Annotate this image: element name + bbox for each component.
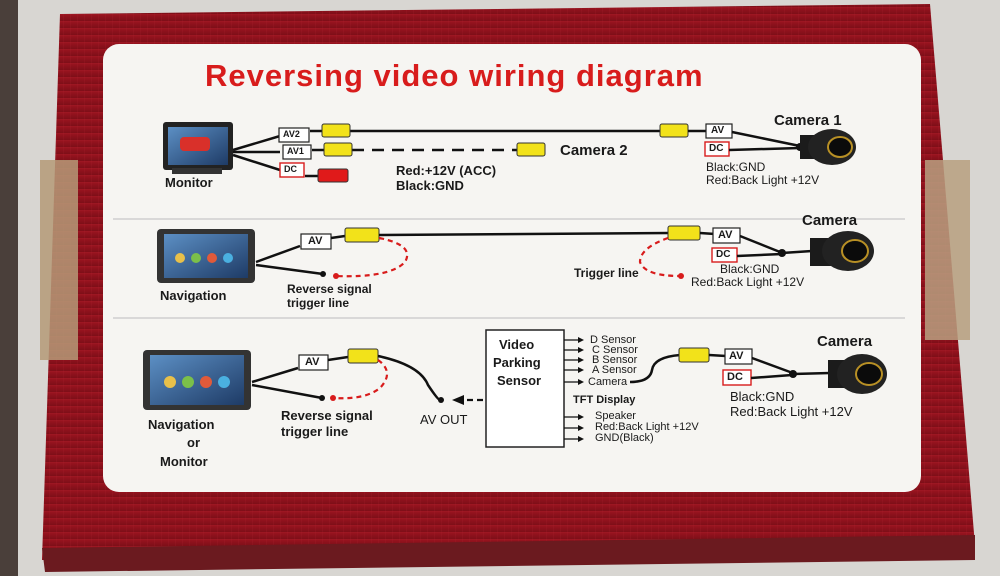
cam2-dc-label: DC bbox=[716, 249, 731, 260]
nav3-av-label: AV bbox=[305, 356, 320, 368]
av2-connector-left bbox=[321, 123, 351, 138]
cam3-black-label: Black:GND bbox=[730, 389, 795, 404]
av-out-cable bbox=[377, 354, 441, 402]
dc-label: DC bbox=[284, 164, 297, 174]
monitor-label: Monitor bbox=[165, 175, 213, 190]
cam1-red-label: Red:Back Light +12V bbox=[706, 173, 820, 187]
camera3-icon bbox=[828, 354, 887, 394]
diagram-title: Reversing video wiring diagram bbox=[205, 58, 704, 93]
nav-av-cable bbox=[378, 231, 671, 237]
gnd-black-label: GND(Black) bbox=[595, 432, 654, 444]
cam3-red-label: Red:Back Light +12V bbox=[730, 404, 853, 419]
cam2-black-label: Black:GND bbox=[720, 262, 780, 276]
cam2-av-label: AV bbox=[718, 229, 733, 241]
nav3-label-line3: Monitor bbox=[160, 454, 208, 469]
av2-tag bbox=[278, 127, 310, 143]
sensor-box-line2: Parking bbox=[493, 355, 541, 370]
tft-display-label: TFT Display bbox=[573, 394, 636, 406]
cam3-connector bbox=[678, 347, 710, 363]
parking-sensor-box bbox=[485, 329, 565, 448]
reverse-signal-3-label: Reverse signal bbox=[281, 408, 373, 423]
cam2-red-label: Red:Back Light +12V bbox=[691, 275, 805, 289]
nav-connector-right bbox=[667, 225, 701, 241]
sensor-camera-cable bbox=[629, 353, 681, 384]
power-black-label: Black:GND bbox=[396, 178, 464, 193]
monitor-icon bbox=[163, 122, 233, 174]
cam3-dc-label: DC bbox=[727, 371, 743, 383]
power-red-label: Red:+12V (ACC) bbox=[396, 163, 497, 178]
nav-connector-left bbox=[344, 227, 380, 243]
trigger-line-left-label: trigger line bbox=[287, 296, 350, 310]
cam1-black-label: Black:GND bbox=[706, 160, 766, 174]
tape-left bbox=[40, 160, 78, 360]
sensor-camera-label: Camera bbox=[588, 376, 628, 388]
trigger-wire-right bbox=[638, 236, 681, 278]
nav3-av-tag bbox=[298, 354, 329, 371]
camera3-label: Camera bbox=[817, 333, 873, 350]
sensor-box-line1: Video bbox=[499, 337, 535, 352]
camera1-label: Camera 1 bbox=[774, 112, 842, 129]
dc-tag bbox=[279, 162, 305, 178]
sensor-d-label: D Sensor bbox=[590, 334, 636, 346]
cam3-av-tag bbox=[724, 348, 753, 365]
av1-connector-right bbox=[516, 142, 546, 157]
sensor-a-label: A Sensor bbox=[592, 364, 637, 376]
cam2-av-tag bbox=[712, 227, 741, 244]
sensor-box-line3: Sensor bbox=[497, 373, 542, 388]
navigation-monitor-icon bbox=[143, 350, 251, 410]
nav-av-tag bbox=[300, 233, 332, 250]
cam1-dc-label: DC bbox=[709, 143, 724, 154]
trigger-wire-left bbox=[335, 236, 409, 278]
av1-tag bbox=[282, 144, 312, 160]
cam3-av-label: AV bbox=[729, 350, 744, 362]
camera2-label: Camera 2 bbox=[560, 142, 628, 159]
navigation-icon bbox=[157, 229, 255, 283]
av2-label: AV2 bbox=[283, 129, 300, 139]
cam1-av-tag bbox=[705, 123, 733, 139]
cam1-av-label: AV bbox=[711, 125, 725, 136]
av1-label: AV1 bbox=[287, 146, 304, 156]
backlight-label: Red:Back Light +12V bbox=[595, 421, 699, 433]
nav3-label-line2: or bbox=[187, 435, 200, 450]
navigation-label: Navigation bbox=[160, 288, 227, 303]
av2-connector-right bbox=[659, 123, 689, 138]
trigger-wire-3 bbox=[332, 359, 389, 400]
reverse-signal-label: Reverse signal bbox=[287, 282, 372, 296]
box-edge bbox=[42, 535, 975, 572]
camera2-icon bbox=[810, 231, 874, 271]
camera1-icon bbox=[800, 129, 856, 165]
nav3-connector bbox=[347, 348, 379, 364]
sensor-b-label: B Sensor bbox=[592, 354, 638, 366]
trigger-line-3-label: trigger line bbox=[281, 424, 349, 439]
tape-right bbox=[925, 160, 970, 340]
nav-av-label: AV bbox=[308, 235, 323, 247]
trigger-line-right-label: Trigger line bbox=[574, 266, 639, 280]
av-out-label: AV OUT bbox=[420, 412, 468, 427]
sensor-c-label: C Sensor bbox=[592, 344, 638, 356]
nav3-label-line1: Navigation bbox=[148, 417, 215, 432]
speaker-label: Speaker bbox=[595, 410, 636, 422]
camera2b-label: Camera bbox=[802, 212, 858, 229]
power-connector bbox=[317, 168, 349, 183]
av1-connector-left bbox=[323, 142, 353, 157]
